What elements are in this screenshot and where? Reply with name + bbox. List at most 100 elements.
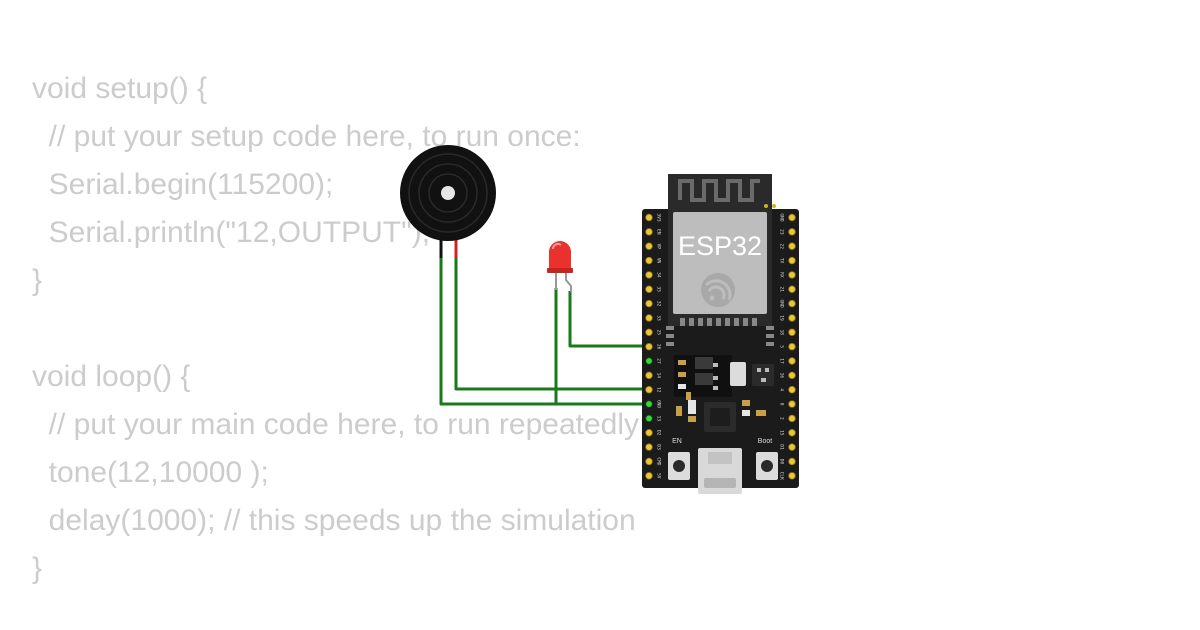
pin-tx[interactable] bbox=[788, 256, 796, 265]
espressif-logo-icon bbox=[701, 273, 735, 307]
buzzer-icon[interactable] bbox=[400, 145, 496, 258]
code-line: // put your setup code here, to run once… bbox=[32, 120, 581, 153]
pin-label: 3V3 bbox=[656, 213, 662, 221]
pin-gnd[interactable] bbox=[645, 400, 653, 408]
pin-label: 19 bbox=[779, 315, 785, 321]
pin-d2[interactable] bbox=[645, 429, 653, 437]
pin-22[interactable] bbox=[788, 242, 796, 250]
pin-label: 5V bbox=[656, 473, 662, 479]
pin-label: D3 bbox=[656, 444, 662, 450]
pin-25[interactable] bbox=[645, 328, 653, 336]
pin-3v3[interactable] bbox=[645, 213, 653, 222]
pin-label: 15 bbox=[779, 430, 785, 436]
pin-d3[interactable] bbox=[645, 443, 653, 451]
pin-label: 21 bbox=[779, 287, 785, 293]
pin-32[interactable] bbox=[645, 299, 653, 308]
pin-label: TX bbox=[779, 258, 785, 264]
module-pads bbox=[666, 318, 774, 346]
wire-led-anode-gpio26[interactable] bbox=[568, 291, 650, 348]
pin-label: CMD bbox=[656, 457, 662, 465]
pin-35[interactable] bbox=[645, 285, 653, 293]
wire-buzzer-pos-gpio12[interactable] bbox=[454, 256, 650, 391]
pin-label: D2 bbox=[656, 430, 662, 436]
chip-label: ESP32 bbox=[678, 231, 762, 261]
pin-label: 2 bbox=[779, 417, 785, 420]
code-line: tone(12,10000 ); bbox=[32, 456, 269, 489]
boot-button-label: Boot bbox=[758, 438, 772, 445]
pin-14[interactable] bbox=[645, 371, 653, 380]
pin-19[interactable] bbox=[788, 314, 796, 322]
pin-d0[interactable] bbox=[788, 457, 796, 466]
pin-gnd[interactable] bbox=[788, 299, 796, 308]
pin-18[interactable] bbox=[788, 328, 796, 336]
pin-23[interactable] bbox=[788, 228, 796, 236]
pin-label: 25 bbox=[656, 330, 662, 336]
code-line: Serial.println("12,OUTPUT"); bbox=[32, 216, 431, 249]
usb-connector[interactable] bbox=[698, 448, 742, 494]
pin-d1[interactable] bbox=[788, 443, 796, 451]
pin-label: 17 bbox=[779, 358, 785, 364]
pin-label: VP bbox=[656, 243, 662, 249]
pin-label: VN bbox=[656, 258, 662, 264]
pin-gnd[interactable] bbox=[788, 213, 796, 222]
pin-label: 16 bbox=[779, 373, 785, 379]
pin-21[interactable] bbox=[788, 285, 796, 293]
pin-label: 4 bbox=[779, 388, 785, 391]
pin-label: 0 bbox=[779, 403, 785, 406]
pin-label: GND bbox=[656, 400, 662, 408]
pin-clk[interactable] bbox=[788, 472, 796, 480]
pin-label: 13 bbox=[656, 416, 662, 422]
pin-label: EN bbox=[656, 229, 662, 235]
wire-buzzer-neg-gnd[interactable] bbox=[439, 256, 650, 406]
pin-label: D1 bbox=[779, 444, 785, 450]
wires bbox=[439, 256, 650, 406]
pin-4[interactable] bbox=[788, 386, 796, 394]
pin-34[interactable] bbox=[645, 271, 653, 279]
pin-5v[interactable] bbox=[645, 472, 653, 480]
pin-vp[interactable] bbox=[645, 242, 653, 250]
pin-label: 26 bbox=[656, 344, 662, 350]
pin-12[interactable] bbox=[645, 386, 653, 394]
esp32-board[interactable]: ESP32 bbox=[642, 174, 799, 494]
en-button-label: EN bbox=[672, 438, 682, 445]
code-line: } bbox=[32, 264, 43, 297]
pin-label: 33 bbox=[656, 315, 662, 321]
pin-33[interactable] bbox=[645, 314, 653, 322]
pin-17[interactable] bbox=[788, 357, 796, 365]
pin-label: GND bbox=[779, 300, 785, 308]
code-line: void loop() { bbox=[32, 360, 191, 393]
pin-26[interactable] bbox=[645, 342, 653, 351]
pin-13[interactable] bbox=[645, 414, 653, 423]
pin-vn[interactable] bbox=[645, 256, 653, 265]
pin-cmd[interactable] bbox=[645, 457, 653, 466]
pin-label: 34 bbox=[656, 272, 662, 278]
pin-0[interactable] bbox=[788, 400, 796, 408]
pin-rx[interactable] bbox=[788, 271, 796, 279]
pin-16[interactable] bbox=[788, 371, 796, 380]
code-line: Serial.begin(115200); bbox=[32, 168, 334, 201]
pin-2[interactable] bbox=[788, 414, 796, 423]
pin-en[interactable] bbox=[645, 228, 653, 236]
pin-label: 35 bbox=[656, 287, 662, 293]
boot-button[interactable]: Boot bbox=[756, 438, 778, 480]
pin-label: 27 bbox=[656, 358, 662, 364]
pin-label: 32 bbox=[656, 301, 662, 307]
red-led-icon[interactable] bbox=[547, 241, 573, 292]
pin-5[interactable] bbox=[788, 342, 796, 351]
pin-15[interactable] bbox=[788, 429, 796, 437]
code-listing: void setup() { // put your setup code he… bbox=[32, 65, 647, 593]
smd-components bbox=[674, 355, 774, 432]
pin-label: 18 bbox=[779, 330, 785, 336]
pin-label: 23 bbox=[779, 229, 785, 235]
pin-label: 12 bbox=[656, 387, 662, 393]
en-button[interactable]: EN bbox=[668, 438, 690, 480]
code-line: void setup() { bbox=[32, 72, 208, 105]
pin-27[interactable] bbox=[645, 357, 653, 365]
pin-label: 5 bbox=[779, 345, 785, 348]
code-line: } bbox=[32, 552, 43, 585]
pin-label: 22 bbox=[779, 243, 785, 249]
pin-label: CLK bbox=[779, 472, 785, 480]
